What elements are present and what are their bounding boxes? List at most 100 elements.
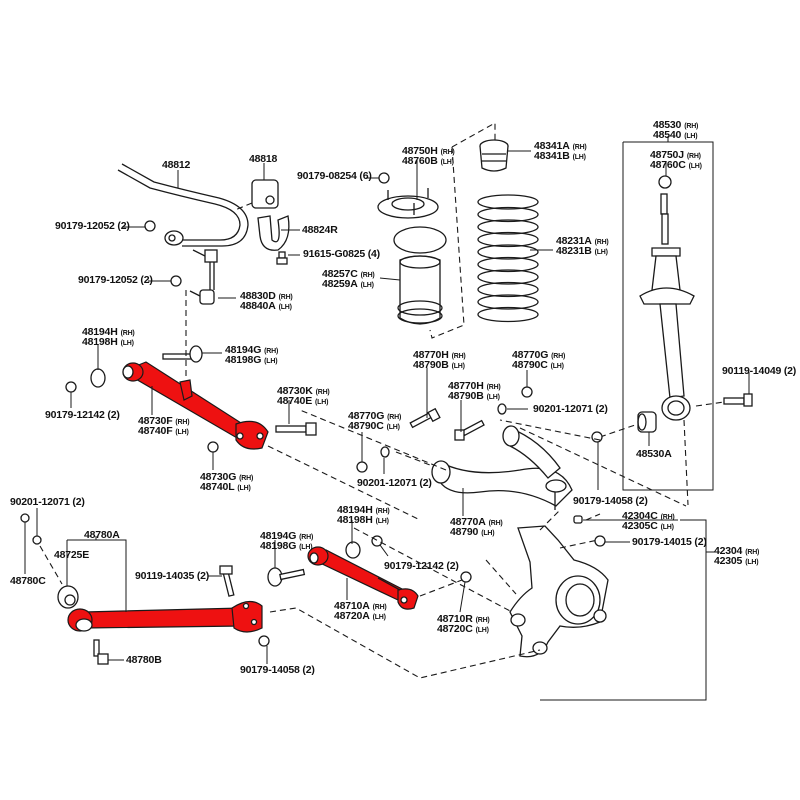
part-label-42304[interactable]: 42304(RH)42305(LH) (714, 546, 759, 567)
part-number-line: 48530(RH) (653, 120, 698, 131)
part-label-9020112071c[interactable]: 90201-12071 (2) (10, 497, 85, 508)
part-label-9020112071b[interactable]: 90201-12071 (2) (357, 478, 432, 489)
part-label-48830D[interactable]: 48830D(RH)48840A(LH) (240, 291, 293, 312)
dust-boot[interactable] (393, 226, 447, 325)
part-label-9017912052a[interactable]: 90179-12052 (2) (55, 221, 130, 232)
steering-knuckle[interactable] (509, 525, 609, 658)
part-label-9017914015[interactable]: 90179-14015 (2) (632, 537, 707, 548)
part-label-9011914035[interactable]: 90119-14035 (2) (135, 571, 209, 582)
part-label-48530A[interactable]: 48530A (636, 449, 672, 460)
nut-48730G[interactable] (207, 441, 219, 453)
part-label-9017912142b[interactable]: 90179-12142 (2) (384, 561, 459, 572)
bolt-48770H-a[interactable] (409, 407, 441, 429)
part-label-48730G[interactable]: 48730G(RH)48740L(LH) (200, 471, 253, 493)
stabilizer-bushing[interactable] (234, 179, 279, 211)
nut-90179-14058-b[interactable] (258, 635, 270, 647)
part-label-48780C[interactable]: 48780C (10, 575, 46, 587)
nut-48710R[interactable] (460, 571, 472, 583)
part-label-91615[interactable]: 91615-G0825 (4) (303, 249, 380, 260)
stabilizer-link[interactable] (189, 249, 218, 305)
washer-90201-c[interactable] (32, 535, 42, 545)
washer-90201-a[interactable] (497, 403, 507, 415)
part-number-line: 48780C (10, 575, 46, 587)
cam-plate-48194H-b[interactable] (345, 541, 361, 559)
part-label-48750J[interactable]: 48750J(RH)48760C(LH) (650, 150, 702, 171)
nut-90179-12052-b[interactable] (170, 275, 182, 287)
bushing-48725E[interactable] (57, 585, 79, 609)
nut-48780C[interactable] (20, 513, 30, 523)
part-label-48780B[interactable]: 48780B (126, 655, 162, 666)
bolt-48194G-a[interactable] (162, 345, 203, 363)
part-label-48780A[interactable]: 48780A (84, 530, 120, 541)
part-number: 48740L (200, 481, 235, 493)
bolt-90119-14035[interactable] (219, 565, 235, 597)
part-number-line: 90179-08254 (6) (297, 171, 372, 182)
part-label-9017908254[interactable]: 90179-08254 (6) (297, 171, 372, 182)
upper-control-arm[interactable] (431, 425, 573, 510)
bushing-bracket[interactable] (257, 215, 290, 251)
bolt-90119-14049[interactable] (723, 393, 753, 407)
knuckle-pin-42304C[interactable] (573, 515, 583, 524)
washer-90201-b[interactable] (380, 446, 390, 458)
part-label-48194G[interactable]: 48194G(RH)48198G(LH) (225, 345, 278, 366)
part-label-42304C[interactable]: 42304C(RH)42305C(LH) (622, 511, 675, 532)
bump-stopper[interactable] (479, 139, 509, 172)
part-label-48231A[interactable]: 48231A(RH)48231B(LH) (556, 236, 609, 257)
part-label-48194Gb[interactable]: 48194G(RH)48198G(LH) (260, 531, 313, 552)
part-number-line: 48720A(LH) (334, 611, 387, 622)
part-label-48812[interactable]: 48812 (162, 160, 190, 171)
part-label-48530[interactable]: 48530(RH)48540(LH) (653, 120, 698, 141)
lateral-link-48730F[interactable] (122, 361, 269, 450)
part-label-48194H[interactable]: 48194H(RH)48198H(LH) (82, 327, 135, 348)
coil-spring[interactable] (477, 194, 539, 323)
bolt-91615[interactable] (276, 251, 288, 265)
part-label-48770Hb[interactable]: 48770H(RH)48790B(LH) (448, 381, 501, 402)
nut-90179-12142-a[interactable] (65, 381, 77, 393)
stabilizer-bar[interactable] (117, 163, 249, 247)
bolt-48194G-b[interactable] (267, 567, 306, 587)
cam-plate-48194H-a[interactable] (90, 368, 106, 388)
part-label-48750H[interactable]: 48750H(RH)48760B(LH) (402, 146, 455, 167)
nut-90179-08254[interactable] (378, 172, 390, 184)
part-label-48710R[interactable]: 48710R(RH)48720C(LH) (437, 614, 490, 635)
part-label-9017912142[interactable]: 90179-12142 (2) (45, 410, 120, 421)
part-label-48257C[interactable]: 48257C(RH)48259A(LH) (322, 269, 375, 290)
part-label-48341A[interactable]: 48341A(RH)48341B(LH) (534, 141, 587, 162)
part-number: 48780C (10, 575, 46, 587)
nut-48770G-a[interactable] (521, 386, 533, 398)
part-label-48770Ha[interactable]: 48770H(RH)48790B(LH) (413, 350, 466, 371)
part-label-9017914058a[interactable]: 90179-14058 (2) (573, 496, 648, 507)
upper-support[interactable] (377, 188, 439, 219)
lateral-link-48710A[interactable] (307, 546, 419, 610)
part-label-9017912052b[interactable]: 90179-12052 (2) (78, 275, 153, 286)
side-tag: (RH) (360, 272, 375, 279)
part-label-48770Gb[interactable]: 48770G(RH)48790C(LH) (348, 411, 401, 432)
part-label-48710A[interactable]: 48710A(RH)48720A(LH) (334, 601, 387, 622)
part-label-48770Ga[interactable]: 48770G(RH)48790C(LH) (512, 350, 565, 371)
shock-absorber[interactable] (639, 175, 695, 421)
bolt-48730K[interactable] (275, 422, 317, 436)
part-label-48824R[interactable]: 48824R (302, 225, 338, 236)
nut-90179-12142-b[interactable] (371, 535, 383, 547)
part-label-48725E[interactable]: 48725E (54, 550, 89, 561)
bolt-48770H-b[interactable] (454, 419, 485, 441)
part-label-9017914058b[interactable]: 90179-14058 (2) (240, 665, 315, 676)
part-label-9020112071a[interactable]: 90201-12071 (2) (533, 404, 608, 415)
nut-48770G-b[interactable] (356, 461, 368, 473)
side-tag: (LH) (237, 485, 251, 492)
part-number-line: 48740E(LH) (277, 396, 330, 407)
part-label-48730K[interactable]: 48730K(RH)48740E(LH) (277, 386, 330, 407)
nut-90179-14015[interactable] (594, 535, 606, 547)
part-label-48818[interactable]: 48818 (249, 154, 277, 165)
part-label-48730F[interactable]: 48730F(RH)48740F(LH) (138, 416, 190, 437)
spring-coil (477, 206, 539, 223)
nut-90179-14058-a[interactable] (591, 431, 603, 443)
part-label-48194Hb[interactable]: 48194H(RH)48198H(LH) (337, 505, 390, 526)
part-number: 48730G (200, 471, 237, 483)
part-label-48770A[interactable]: 48770A(RH)48790(LH) (450, 517, 503, 538)
part-label-9011914049[interactable]: 90119-14049 (2) (722, 366, 796, 377)
trailing-arm-48780A[interactable] (67, 600, 263, 633)
nut-90179-12052-a[interactable] (144, 220, 156, 232)
shock-bushing-48530A[interactable] (637, 411, 657, 433)
bolt-48780B[interactable] (93, 639, 109, 665)
